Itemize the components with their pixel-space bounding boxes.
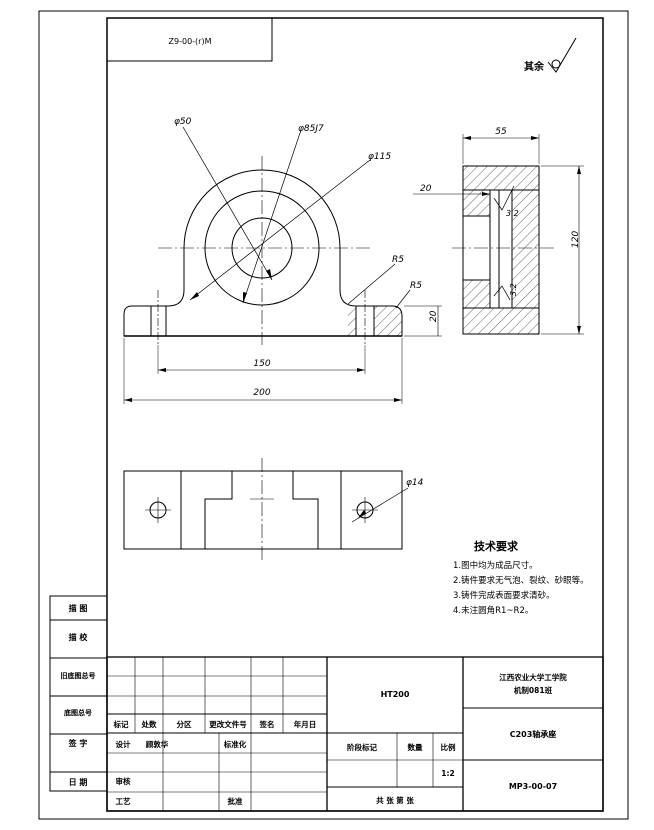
school-name: 江西农业大学工学院 — [499, 672, 567, 682]
rev-header: 标记 — [113, 719, 129, 729]
code-box-text: Z9-00-(r)M — [169, 37, 212, 46]
rev-header: 年月日 — [294, 719, 317, 729]
tech-item: 1.图中均为成品尺寸。 — [453, 560, 538, 571]
side-view: 55 20 3.2 3.2 120 — [413, 127, 584, 335]
top-view: φ14 — [123, 458, 424, 560]
roughness-32-top: 3.2 — [506, 209, 519, 218]
strip-label: 旧底图总号 — [61, 671, 96, 680]
dim-d115: φ115 — [368, 152, 391, 162]
tech-item: 4.未注圆角R1~R2。 — [453, 605, 533, 616]
material: HT200 — [381, 690, 410, 699]
review-label: 审核 — [116, 776, 131, 786]
rev-header: 更改文件号 — [209, 719, 247, 729]
dim-d85j7: φ85J7 — [298, 124, 324, 134]
strip-label: 描 校 — [69, 632, 89, 642]
dim-d20: 20 — [420, 184, 432, 194]
strip-label: 签 字 — [68, 738, 88, 748]
tech-requirements: 技术要求 1.图中均为成品尺寸。 2.铸件要求无气泡、裂纹、砂眼等。 3.铸件完… — [453, 539, 589, 616]
dim-w55: 55 — [495, 127, 507, 137]
dim-d50: φ50 — [174, 117, 192, 127]
weight-label: 数量 — [408, 742, 423, 752]
dim-h120: 120 — [571, 231, 581, 248]
rev-header: 分区 — [177, 719, 192, 729]
tech-item: 2.铸件要求无气泡、裂纹、砂眼等。 — [453, 575, 589, 586]
roughness-32-bottom: 3.2 — [509, 283, 518, 296]
approve-label: 批准 — [228, 796, 243, 806]
strip-label: 底图总号 — [64, 708, 92, 717]
sheet-count: 共 张 第 张 — [376, 795, 414, 805]
stage-mark: 阶段标记 — [347, 742, 377, 752]
design-label: 设计 — [116, 739, 131, 749]
dim-w200: 200 — [253, 388, 270, 398]
rev-header: 签名 — [259, 719, 275, 729]
class-name: 机制081班 — [514, 685, 553, 695]
process-label: 工艺 — [116, 796, 131, 806]
dim-w150: 150 — [253, 359, 270, 369]
roughness-note-text: 其余 — [524, 60, 545, 73]
code-box — [106, 17, 273, 62]
dim-r5-a: R5 — [392, 255, 404, 265]
standardize-label: 标准化 — [223, 739, 247, 749]
dim-r5-b: R5 — [410, 281, 422, 291]
left-strip: 描 图 描 校 旧底图总号 底图总号 签 字 日 期 — [49, 595, 108, 792]
roughness-note: 其余 — [524, 37, 577, 73]
scale-value: 1:2 — [441, 769, 454, 778]
part-name: C203轴承座 — [510, 729, 557, 739]
rev-header: 处数 — [141, 719, 157, 729]
outer-frame — [38, 10, 629, 820]
front-view: φ50 φ85J7 φ115 R5 R5 20 150 200 — [123, 117, 442, 404]
tech-item: 3.铸件完成表面要求清砂。 — [453, 590, 555, 601]
title-block: 标记 处数 分区 更改文件号 签名 年月日 设计 顾敦华 标准化 审核 工艺 批… — [106, 656, 604, 812]
dim-d14: φ14 — [406, 478, 424, 488]
scale-label: 比例 — [441, 742, 456, 752]
tech-title: 技术要求 — [474, 539, 519, 553]
designer-name: 顾敦华 — [146, 739, 169, 749]
dim-h20: 20 — [429, 310, 439, 322]
strip-label: 日 期 — [69, 777, 88, 787]
drawing-number: MP3-00-07 — [509, 782, 557, 791]
strip-label: 描 图 — [69, 603, 88, 613]
